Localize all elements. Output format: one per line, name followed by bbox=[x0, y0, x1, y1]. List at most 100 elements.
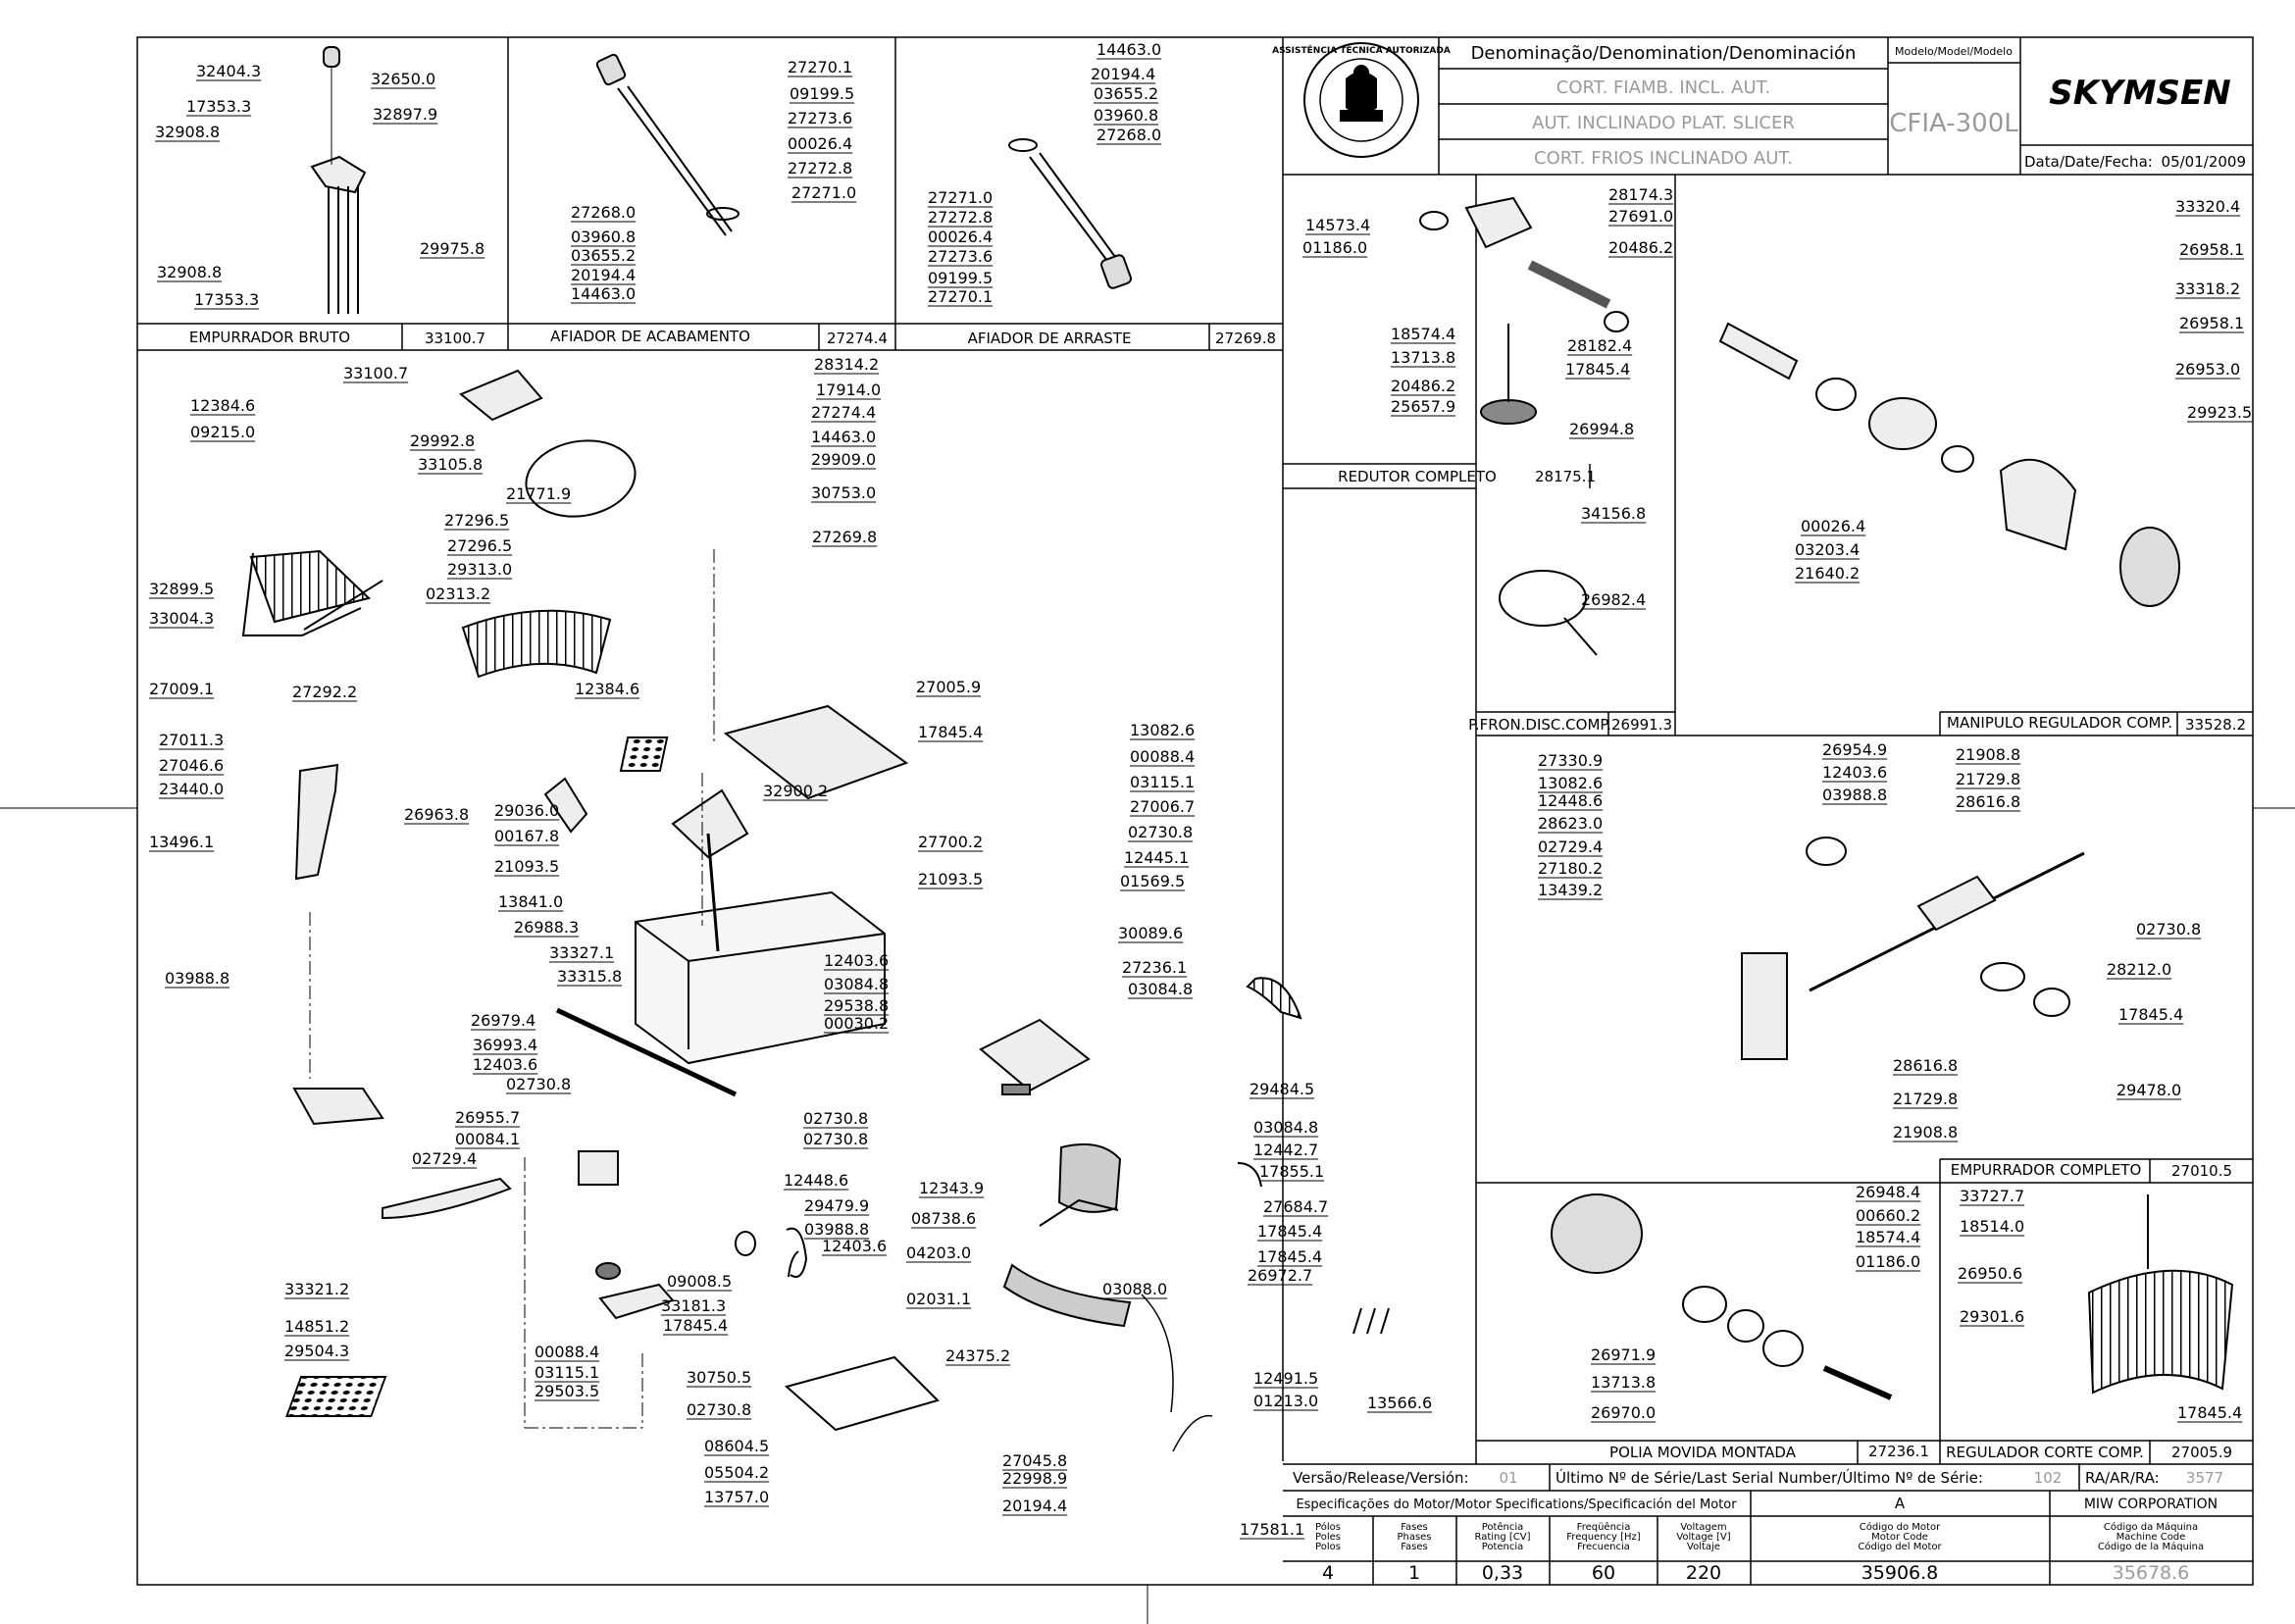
release-row: Versão/Release/Versión: 01 Último Nº de … bbox=[1293, 1468, 2223, 1487]
motor-column-label: Pólos bbox=[1315, 1521, 1341, 1533]
part-number-afiador_arraste: 20194.4 bbox=[1091, 65, 1155, 83]
part-number-main: 00084.1 bbox=[455, 1130, 520, 1148]
part-number-manipulo: 03203.4 bbox=[1795, 540, 1860, 559]
part-number-afiador_acabamento: 14463.0 bbox=[571, 284, 636, 303]
part-number-main: 20194.4 bbox=[1002, 1497, 1067, 1515]
part-number-main: 27269.8 bbox=[812, 528, 877, 546]
part-number-main: 03084.8 bbox=[1128, 980, 1193, 998]
part-number-main: 00030.2 bbox=[824, 1014, 889, 1033]
part-number-empurrador_completo: 02729.4 bbox=[1538, 837, 1603, 856]
part-number-afiador_acabamento: 03960.8 bbox=[571, 228, 636, 246]
supplier-code: A bbox=[1895, 1495, 1906, 1512]
part-number-main: 27005.9 bbox=[916, 678, 981, 696]
cut-regulator bbox=[2087, 1194, 2234, 1395]
part-number-main: 13082.6 bbox=[1130, 721, 1195, 739]
part-number-main: 30753.0 bbox=[811, 483, 876, 502]
part-number-manipulo: 26953.0 bbox=[2175, 360, 2240, 379]
part-number-main: 12442.7 bbox=[1253, 1141, 1318, 1159]
panel-title: EMPURRADOR COMPLETO bbox=[1951, 1161, 2142, 1179]
brand-logo: SKYMSEN bbox=[2049, 74, 2230, 113]
denomination-pt: CORT. FIAMB. INCL. AUT. bbox=[1556, 77, 1770, 98]
motor-column-label: Frequency [Hz] bbox=[1566, 1532, 1641, 1543]
part-number-manipulo: 21640.2 bbox=[1795, 564, 1860, 583]
part-number-main: 02729.4 bbox=[412, 1149, 477, 1168]
sharpener-drag bbox=[1008, 138, 1132, 289]
part-number-main: 02031.1 bbox=[906, 1290, 971, 1308]
part-number-main: 26955.7 bbox=[455, 1108, 520, 1127]
panel-code: 33528.2 bbox=[2185, 716, 2246, 734]
part-number-main: 23440.0 bbox=[159, 780, 224, 798]
part-number-empurrador_bruto: 29975.8 bbox=[420, 239, 484, 258]
part-number-main: 00167.8 bbox=[494, 827, 559, 845]
motor-column-label: Voltage [V] bbox=[1676, 1532, 1730, 1543]
panel-code: 27236.1 bbox=[1868, 1443, 1929, 1460]
pulley-mounted bbox=[1551, 1193, 1893, 1400]
part-number-manipulo: 00026.4 bbox=[1801, 517, 1865, 535]
part-number-main: 00088.4 bbox=[535, 1343, 599, 1361]
part-number-empurrador_completo: 13439.2 bbox=[1538, 881, 1603, 899]
part-number-main: 02730.8 bbox=[803, 1109, 868, 1128]
part-number-afiador_acabamento: 00026.4 bbox=[788, 134, 852, 153]
part-number-main: 12403.6 bbox=[473, 1055, 537, 1074]
part-number-main: 26988.3 bbox=[514, 918, 579, 937]
part-number-empurrador_bruto: 32404.3 bbox=[196, 62, 261, 80]
part-number-empurrador_completo: 28623.0 bbox=[1538, 814, 1603, 833]
part-number-regulador: 29301.6 bbox=[1960, 1307, 2024, 1326]
denomination-en: AUT. INCLINADO PLAT. SLICER bbox=[1532, 113, 1795, 133]
part-number-main: 03115.1 bbox=[535, 1363, 599, 1382]
center-lines bbox=[309, 549, 715, 1429]
part-number-redutor: 27691.0 bbox=[1608, 207, 1673, 226]
motor-column-label: Fases bbox=[1401, 1542, 1428, 1552]
part-number-afiador_arraste: 27271.0 bbox=[928, 188, 993, 207]
motor-column-label: Voltagem bbox=[1680, 1522, 1726, 1533]
part-number-main: 03084.8 bbox=[824, 975, 889, 993]
part-number-empurrador_bruto: 17353.3 bbox=[186, 97, 251, 116]
motor-column-label: Código da Máquina bbox=[2104, 1521, 2198, 1533]
part-number-main: 21093.5 bbox=[918, 870, 983, 888]
part-number-main: 14463.0 bbox=[811, 428, 876, 446]
part-number-polia: 01186.0 bbox=[1856, 1252, 1920, 1271]
part-number-afiador_arraste: 27268.0 bbox=[1096, 126, 1161, 144]
motor-column-label: Código del Motor bbox=[1858, 1541, 1942, 1552]
part-number-main: 33100.7 bbox=[343, 364, 408, 382]
part-number-main: 27684.7 bbox=[1263, 1197, 1328, 1216]
part-number-main: 14851.2 bbox=[284, 1317, 349, 1336]
part-number-main: 17581.1 bbox=[1240, 1520, 1304, 1539]
part-number-main: 29484.5 bbox=[1250, 1080, 1314, 1098]
serial-value: 102 bbox=[2034, 1469, 2063, 1487]
part-number-main: 09008.5 bbox=[667, 1272, 732, 1291]
motor-column-label: Phases bbox=[1397, 1532, 1431, 1543]
part-number-empurrador_bruto: 32650.0 bbox=[371, 70, 435, 88]
part-number-redutor: 17845.4 bbox=[1565, 360, 1630, 379]
part-number-empurrador_bruto: 32908.8 bbox=[157, 263, 222, 281]
pusher-complete bbox=[1741, 837, 2085, 1060]
part-number-main: 21093.5 bbox=[494, 857, 559, 876]
motor-column-label: Voltaje bbox=[1687, 1542, 1720, 1552]
part-number-empurrador_completo: 03988.8 bbox=[1822, 786, 1887, 804]
part-number-empurrador_completo: 13082.6 bbox=[1538, 774, 1603, 792]
part-number-afiador_acabamento: 20194.4 bbox=[571, 266, 636, 284]
panel-code: 27010.5 bbox=[2171, 1162, 2232, 1180]
part-number-main: 12448.6 bbox=[784, 1171, 848, 1190]
motor-column-label: Rating [CV] bbox=[1474, 1532, 1530, 1543]
panel-title: MANIPULO REGULADOR COMP. bbox=[1947, 714, 2172, 732]
sheet-frame bbox=[0, 36, 2295, 1624]
part-number-main: 17845.4 bbox=[1257, 1247, 1322, 1266]
part-number-polia: 00660.2 bbox=[1856, 1206, 1920, 1225]
part-number-main: 03115.1 bbox=[1130, 773, 1195, 791]
part-number-empurrador_completo: 28616.8 bbox=[1893, 1056, 1958, 1075]
part-number-main: 27296.5 bbox=[447, 536, 512, 555]
part-number-afiador_acabamento: 27271.0 bbox=[791, 183, 856, 202]
part-number-empurrador_completo: 17845.4 bbox=[2118, 1005, 2183, 1024]
part-number-empurrador_completo: 02730.8 bbox=[2136, 920, 2201, 939]
panel-title: POLIA MOVIDA MONTADA bbox=[1609, 1444, 1797, 1461]
part-number-disc: 26982.4 bbox=[1581, 590, 1646, 609]
motor-column-value: 35906.8 bbox=[1862, 1562, 1939, 1584]
part-number-main: 33181.3 bbox=[661, 1296, 726, 1315]
part-number-main: 02730.8 bbox=[687, 1400, 751, 1419]
motor-column-label: Freqüência bbox=[1577, 1521, 1631, 1533]
panel-title: AFIADOR DE ARRASTE bbox=[968, 330, 1132, 347]
part-number-main: 13496.1 bbox=[149, 833, 214, 851]
part-number-manipulo: 29923.5 bbox=[2187, 403, 2252, 422]
part-number-redutor: 25657.9 bbox=[1391, 397, 1455, 416]
